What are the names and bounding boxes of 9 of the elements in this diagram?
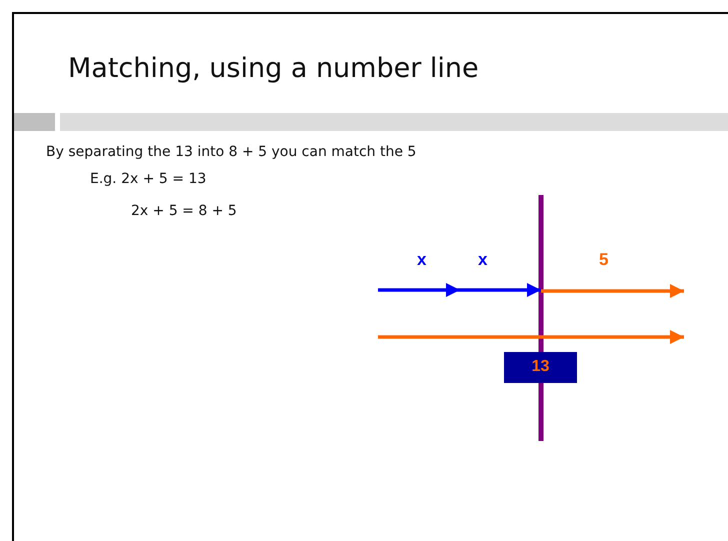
slide-title: Matching, using a number line bbox=[68, 53, 479, 84]
value-label: 13 bbox=[530, 358, 550, 376]
body-text: By separating the 13 into 8 + 5 you can match the 5 bbox=[46, 144, 416, 160]
length-label: x bbox=[417, 250, 426, 270]
value-box bbox=[504, 352, 577, 383]
equation-text: E.g. 2x + 5 = 13 bbox=[90, 171, 206, 187]
length-label: 5 bbox=[599, 250, 608, 270]
length-label: x bbox=[478, 250, 488, 270]
equation-text: 2x + 5 = 8 + 5 bbox=[131, 203, 237, 219]
